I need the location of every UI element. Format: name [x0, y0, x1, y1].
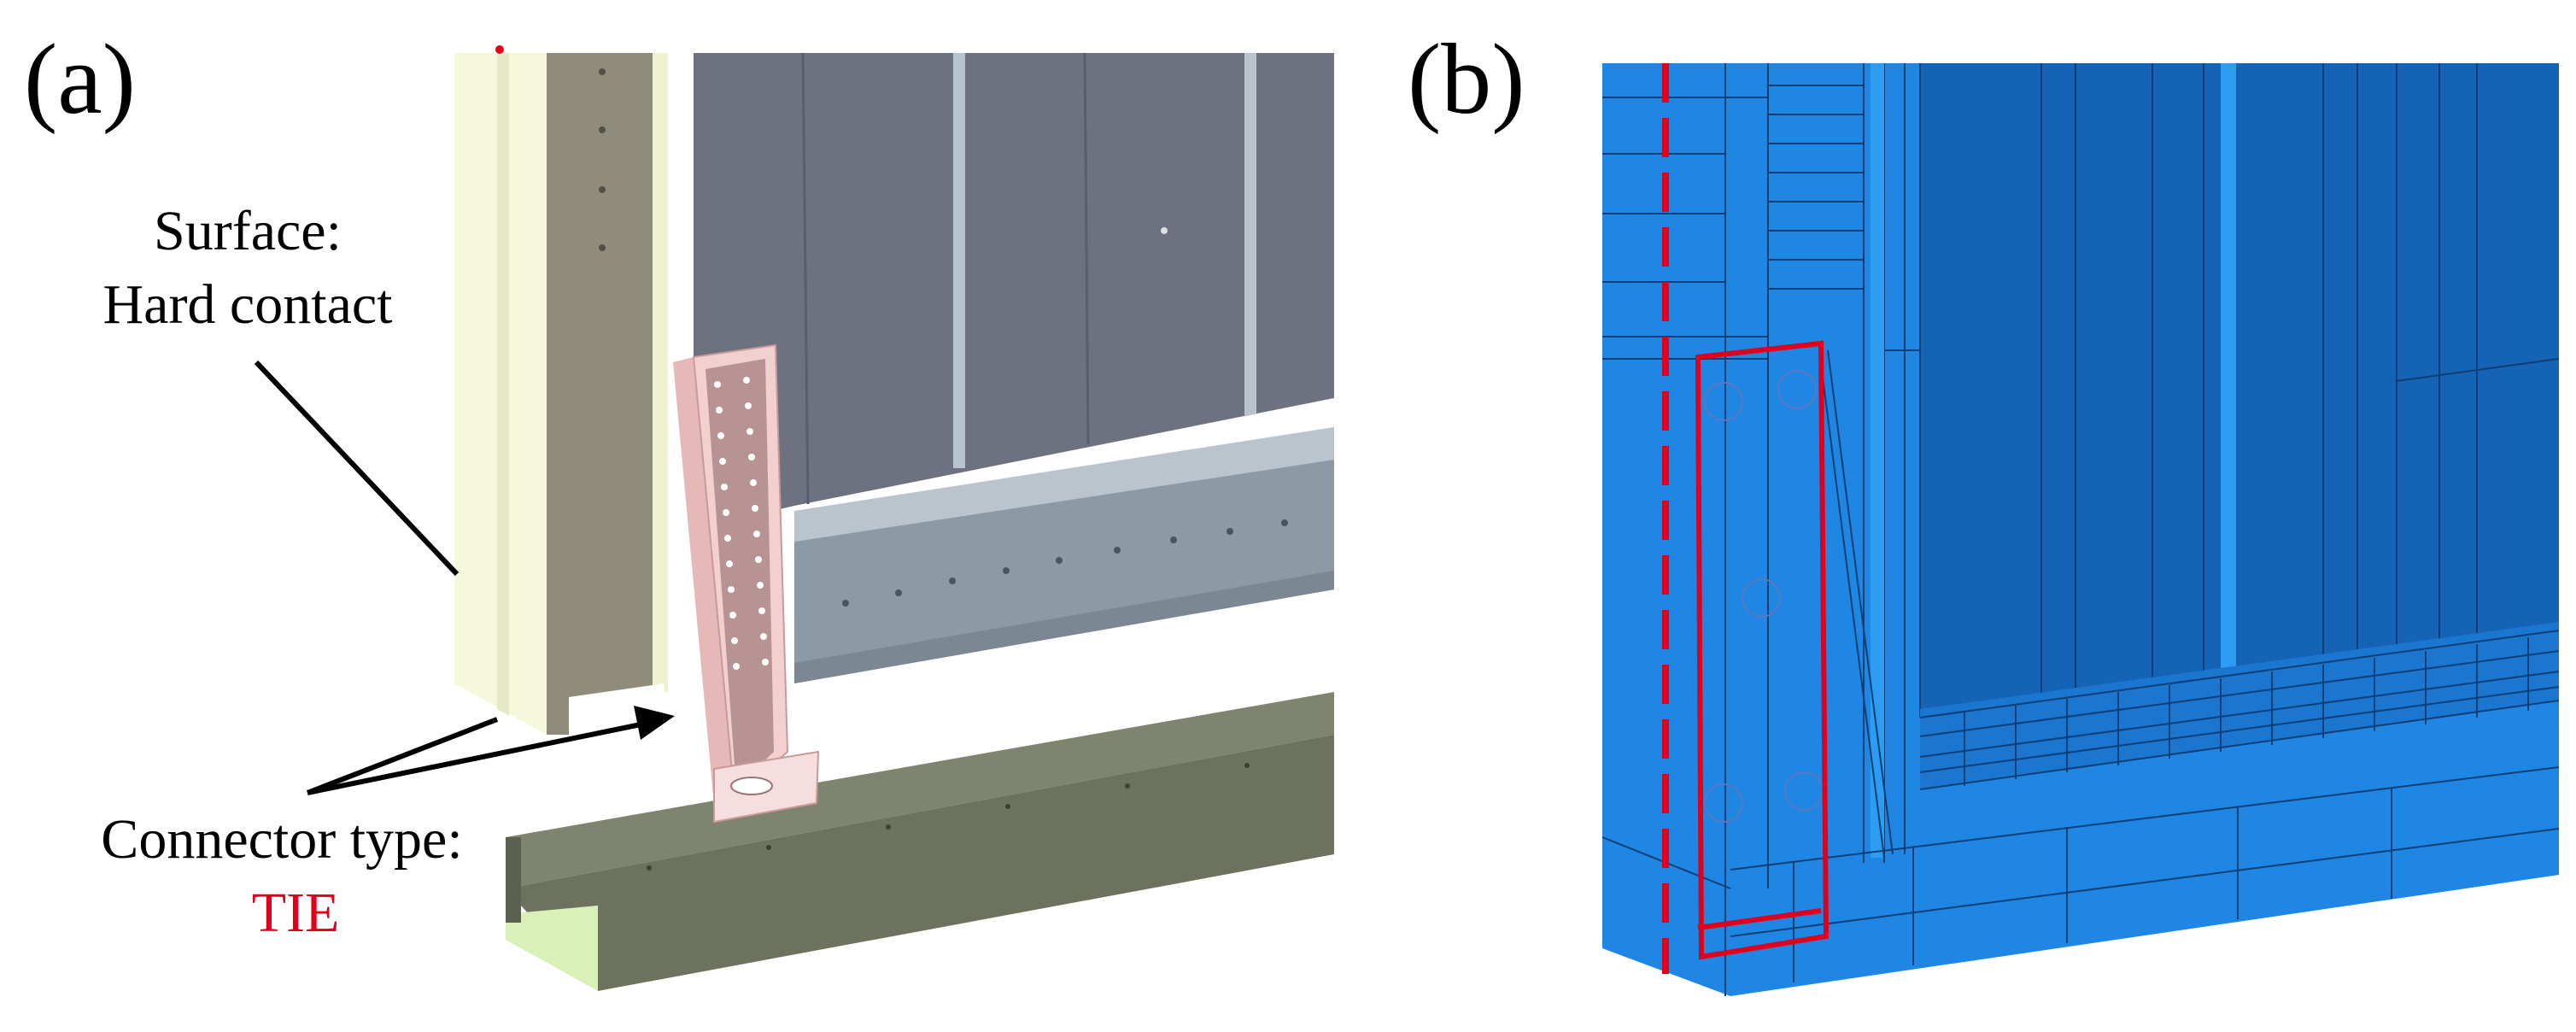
bracket-base-hole: [730, 777, 773, 795]
channel-end: [506, 837, 521, 923]
connector-pointer-line-1: [306, 717, 499, 795]
mesh-stiffener: [2221, 63, 2236, 670]
surface-label-line2: Hard contact: [103, 273, 393, 336]
beam-bolt-holes: [842, 519, 1288, 607]
mesh-column-rows: [1602, 85, 2560, 382]
wall-panel-hole: [1161, 227, 1168, 234]
mesh-beam-band: [1920, 622, 2559, 789]
mesh-stiffener: [1871, 63, 1884, 858]
panel-b-label: (b): [1408, 23, 1525, 135]
connector-pointer-line-2: [307, 720, 650, 795]
panel-a-label: (a): [24, 23, 136, 135]
horizontal-beam-bottom: [794, 571, 1334, 683]
connector-arrowhead: [634, 706, 675, 740]
wall-panel-slate: [694, 53, 1334, 530]
column-edge-strip: [653, 53, 668, 692]
column-flange: [497, 53, 509, 716]
column-web: [547, 53, 664, 735]
wall-panel-stiffener: [1244, 53, 1256, 422]
tie-region-bottom-line: [1697, 908, 1822, 930]
surface-pointer-line: [254, 360, 460, 577]
mesh-wall-region: [1920, 63, 2559, 718]
channel-holes: [647, 763, 1250, 871]
horizontal-beam-top: [794, 427, 1334, 542]
panel-a: (a) Surface: Hard contact Connector type…: [24, 23, 1334, 991]
tie-region-outline: [1695, 340, 1830, 960]
connector-label-line2: TIE: [252, 882, 340, 944]
mesh-vertical-strips: [1724, 63, 2478, 996]
mesh-bolt-markers: [1704, 370, 1824, 823]
wall-panel-seam: [1083, 52, 1090, 445]
channel-inner-face: [506, 906, 598, 991]
wall-panel-stiffener: [953, 53, 965, 468]
bracket-bolt-holes: [714, 377, 769, 670]
mesh-bracket-lines: [1818, 349, 1894, 859]
mesh-beam-lines: [1919, 630, 2560, 790]
panel-b: (b): [1408, 23, 2560, 996]
bracket-side: [673, 357, 735, 805]
channel-web: [506, 735, 1334, 991]
horizontal-beam-face: [794, 460, 1334, 683]
column-holes: [599, 68, 606, 251]
channel-top-flange: [506, 692, 1334, 888]
connector-label-line1: Connector type:: [101, 808, 462, 871]
wall-panel-seam: [801, 52, 810, 505]
column-marker-dot: [495, 45, 504, 54]
surface-label-line1: Surface:: [154, 200, 342, 262]
bracket-inner-face: [705, 359, 774, 788]
